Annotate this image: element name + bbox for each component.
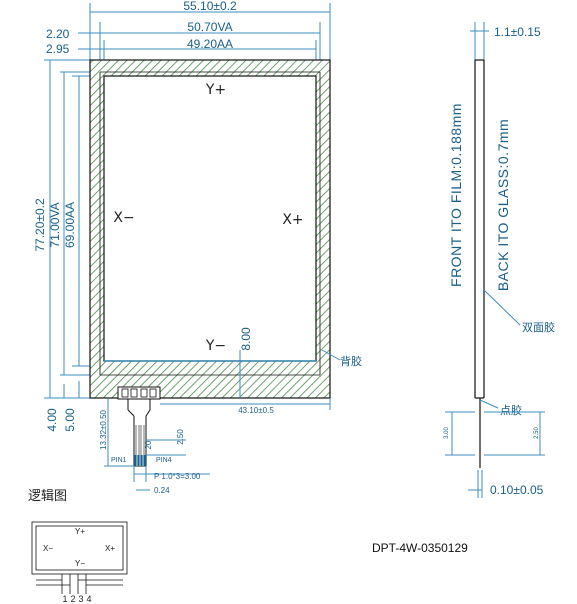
pin1-label: PIN1 [111,457,127,464]
bottom-border-dimension: 8.00 [239,327,253,398]
va-height-label: 71.00VA [48,202,62,247]
pin4-label: PIN4 [156,457,172,464]
logic-pin-2: 2 [70,594,75,604]
tail-gap-label: 2.50 [176,429,185,445]
aa-width-label: 49.20AA [187,37,233,51]
tail-width-b-label: 20 [144,440,153,449]
x-minus-label: X− [113,210,134,226]
touch-panel-outline [89,59,331,399]
logic-diagram-title: 逻辑图 [28,489,67,504]
offset-aa-label: 2.95 [46,42,70,56]
overall-height-label: 77.20±0.2 [33,198,47,252]
y-plus-label: Y+ [205,82,226,98]
bottom-b-label: 5.00 [63,408,77,432]
back-glue-callout: 背胶 [321,349,362,368]
side-tail-b-label: 2.50 [534,427,540,439]
logic-pin-1: 1 [62,594,67,604]
tail-thickness-label: 0.10±0.05 [490,483,544,497]
tail-length-label: 13.32±0.50 [99,409,108,450]
film-thickness-label: 1.1±0.15 [494,25,541,39]
tail-dimensions: 43.10±0.5 13.32±0.50 20 2.50 PIN1 PIN4 P… [99,398,331,495]
pin-pitch-label: P 1.0*3=3.00 [154,472,201,481]
aa-height-label: 69.00AA [63,202,77,248]
logic-y-minus: Y− [75,559,85,568]
double-tape-label: 双面胶 [522,320,555,334]
logic-x-minus: X− [43,544,53,553]
va-width-label: 50.70VA [187,20,232,34]
x-plus-label: X+ [282,212,303,228]
logic-x-plus: X+ [105,544,115,553]
offset-va-label: 2.20 [46,27,70,41]
tail-width-label: 43.10±0.5 [238,406,274,415]
back-glue-label: 背胶 [340,354,362,368]
overall-width-label: 55.10±0.2 [183,0,237,13]
bottom-a-label: 4.00 [45,408,59,432]
left-dimensions: 77.20±0.2 71.00VA 69.00AA 4.00 5.00 [33,59,104,432]
bottom-border-label: 8.00 [239,327,253,351]
y-minus-label: Y− [205,338,226,354]
back-glass-label: BACK ITO GLASS:0.7mm [495,119,511,291]
logic-pin-3: 3 [78,594,83,604]
fpc-tail [117,386,161,467]
top-dimensions: 55.10±0.2 50.70VA 49.20AA 2.20 2.95 [46,0,331,60]
part-code: DPT-4W-0350129 [372,541,468,555]
logic-diagram: Y+ Y− X− X+ 1 2 3 4 [31,521,128,604]
logic-y-plus: Y+ [75,527,85,536]
logic-pin-4: 4 [86,594,91,604]
side-view: 1.1±0.15 FRONT ITO FILM:0.188mm BACK ITO… [444,22,555,498]
dot-glue-label: 点胶 [500,403,522,417]
pin-width-label: 0.24 [154,486,170,495]
side-tail-a-label: 3.00 [444,427,450,439]
front-film-label: FRONT ITO FILM:0.188mm [448,103,464,287]
